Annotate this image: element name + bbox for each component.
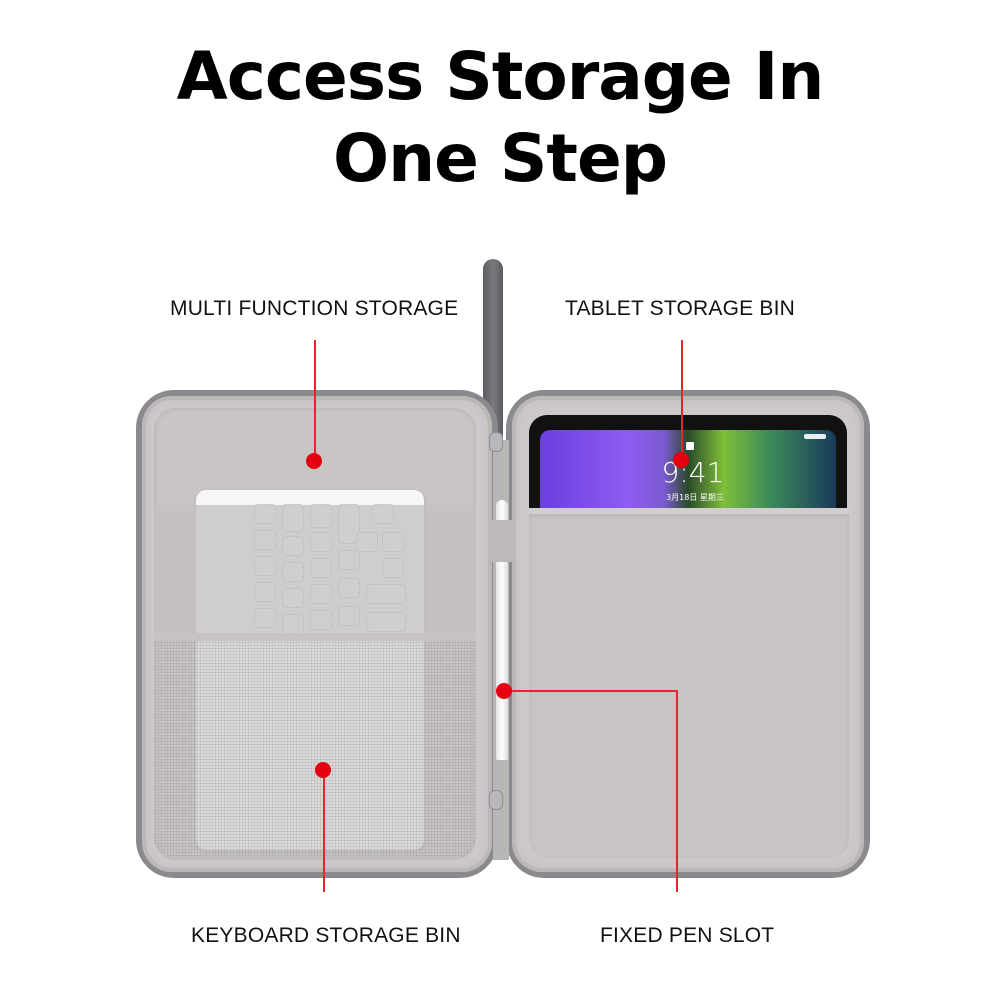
callout-dot-tablet (673, 452, 689, 468)
label-multi-function-storage: MULTI FUNCTION STORAGE (170, 297, 459, 320)
tablet: 9:41 3月18日 星期三 (529, 415, 847, 525)
pen-strap (490, 520, 514, 562)
label-tablet-storage-bin: TABLET STORAGE BIN (565, 297, 795, 320)
callout-line-keyboard (323, 770, 325, 892)
callout-line-tablet (681, 340, 683, 460)
callout-dot-keyboard (315, 762, 331, 778)
callout-line-multi-function (314, 340, 316, 460)
pocket-band (154, 505, 476, 635)
callout-dot-multi-function (306, 453, 322, 469)
callout-dot-pen (496, 683, 512, 699)
callout-line-pen-horizontal (505, 690, 678, 692)
label-fixed-pen-slot: FIXED PEN SLOT (600, 924, 775, 947)
page-title: Access Storage In One Step (0, 36, 1000, 200)
carry-strap (483, 259, 503, 439)
label-keyboard-storage-bin: KEYBOARD STORAGE BIN (191, 924, 461, 947)
keyboard-mesh-pocket (154, 633, 476, 858)
tablet-clock: 9:41 (661, 456, 725, 489)
lock-icon (686, 442, 694, 450)
zipper-pull-top (489, 432, 503, 452)
tablet-sleeve (529, 508, 849, 858)
zipper-pull-bottom (489, 790, 503, 810)
tablet-date: 3月18日 星期三 (666, 493, 724, 502)
callout-line-pen-vertical (676, 690, 678, 892)
title-line-2: One Step (333, 120, 668, 197)
status-bar-icon (804, 434, 826, 439)
title-line-1: Access Storage In (176, 38, 825, 115)
